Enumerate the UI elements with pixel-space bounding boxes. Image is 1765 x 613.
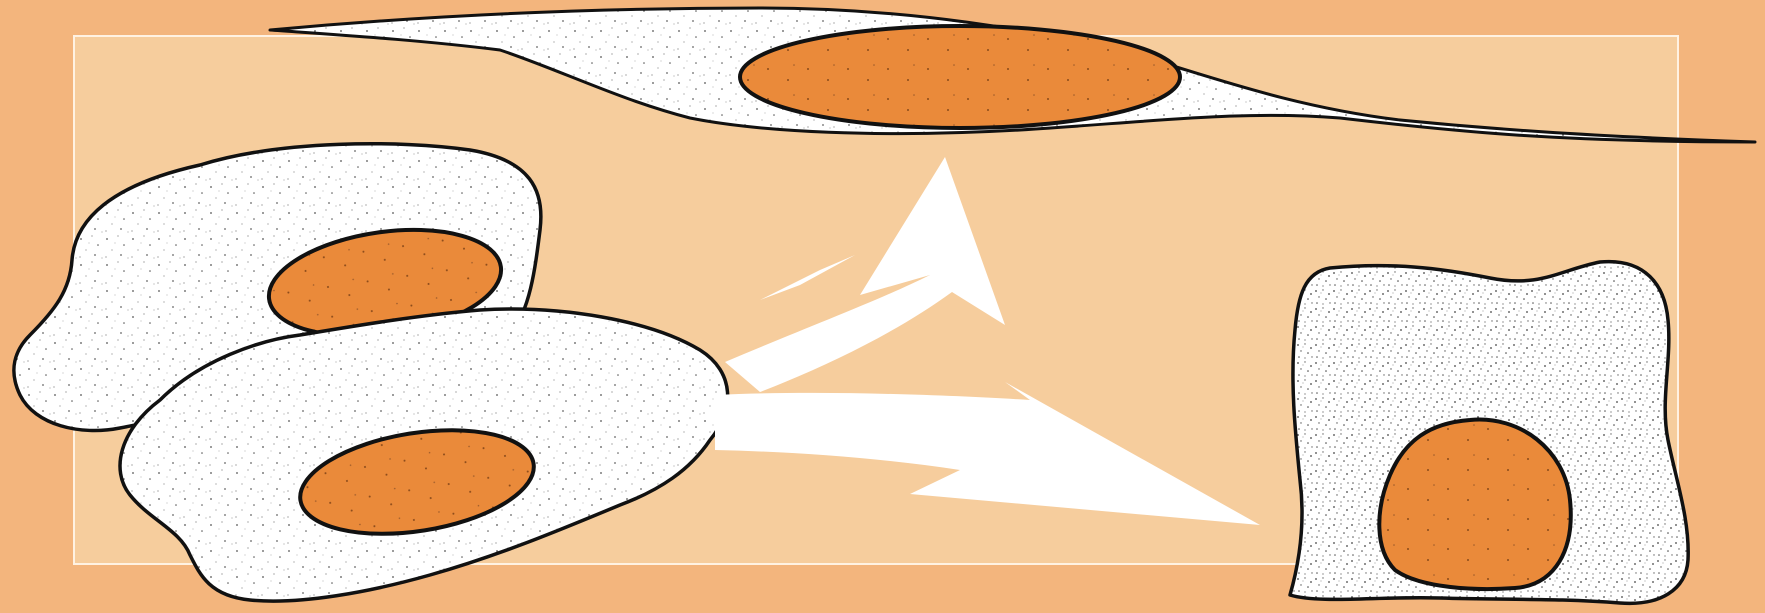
spindle-nucleus xyxy=(740,26,1180,128)
cuboidal-cell-icon xyxy=(1290,262,1688,604)
cuboidal-nucleus xyxy=(1379,420,1570,589)
